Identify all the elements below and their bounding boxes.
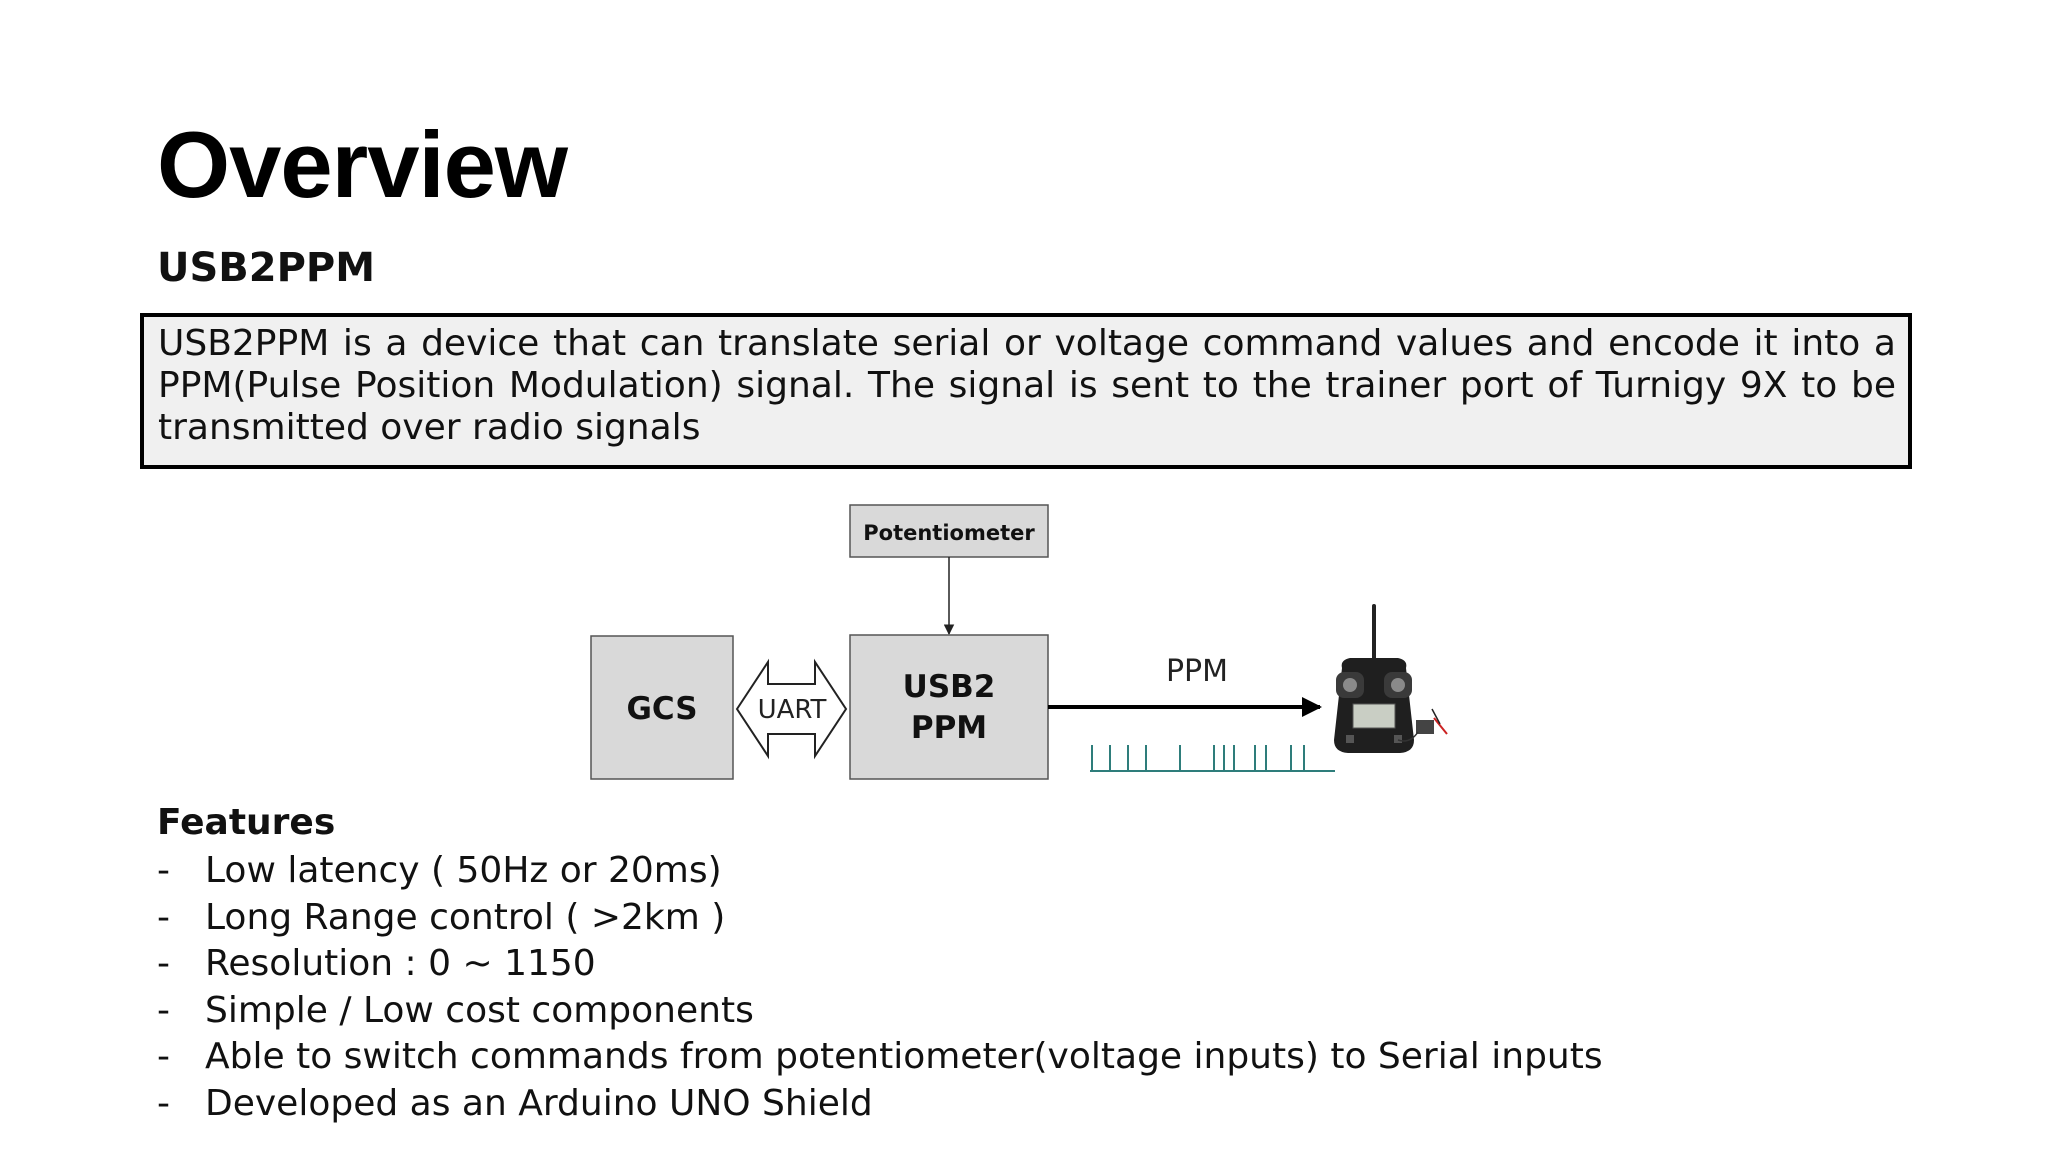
gcs-label: GCS xyxy=(626,691,697,727)
feature-item: -Low latency ( 50Hz or 20ms) xyxy=(157,848,1603,895)
description-text: USB2PPM is a device that can translate s… xyxy=(158,323,1896,448)
feature-text: Able to switch commands from potentiomet… xyxy=(205,1036,1603,1077)
feature-item: -Simple / Low cost components xyxy=(157,988,1603,1035)
section-subtitle: USB2PPM xyxy=(157,245,376,291)
feature-item: -Long Range control ( >2km ) xyxy=(157,895,1603,942)
feature-text: Resolution : 0 ~ 1150 xyxy=(205,943,596,984)
features-list: -Low latency ( 50Hz or 20ms) -Long Range… xyxy=(157,848,1603,1127)
bullet-dash: - xyxy=(157,896,170,938)
feature-text: Long Range control ( >2km ) xyxy=(205,896,726,938)
slide-title: Overview xyxy=(157,112,568,217)
bullet-dash: - xyxy=(157,850,170,891)
feature-text: Developed as an Arduino UNO Shield xyxy=(205,1082,873,1124)
features-heading: Features xyxy=(157,802,336,843)
usb2ppm-label-line2: PPM xyxy=(911,710,987,746)
gcs-box xyxy=(590,635,734,780)
ppm-pulse-signal xyxy=(1090,745,1335,772)
feature-item: -Able to switch commands from potentiome… xyxy=(157,1034,1603,1081)
rc-transmitter-icon xyxy=(1334,604,1448,753)
bullet-dash: - xyxy=(157,943,170,984)
ppm-label: PPM xyxy=(1166,654,1228,689)
description-box: USB2PPM is a device that can translate s… xyxy=(140,313,1912,469)
usb2ppm-box xyxy=(849,634,1049,780)
potentiometer-label: Potentiometer xyxy=(863,521,1035,545)
bullet-dash: - xyxy=(157,1036,170,1077)
feature-text: Simple / Low cost components xyxy=(205,989,754,1031)
feature-text: Low latency ( 50Hz or 20ms) xyxy=(205,850,722,891)
bullet-dash: - xyxy=(157,1082,170,1124)
feature-item: -Resolution : 0 ~ 1150 xyxy=(157,941,1603,988)
uart-double-arrow xyxy=(735,658,848,760)
usb2ppm-label-line1: USB2 xyxy=(903,669,996,705)
bullet-dash: - xyxy=(157,989,170,1031)
potentiometer-box xyxy=(849,504,1049,558)
uart-label: UART xyxy=(758,695,827,725)
feature-item: -Developed as an Arduino UNO Shield xyxy=(157,1081,1603,1128)
